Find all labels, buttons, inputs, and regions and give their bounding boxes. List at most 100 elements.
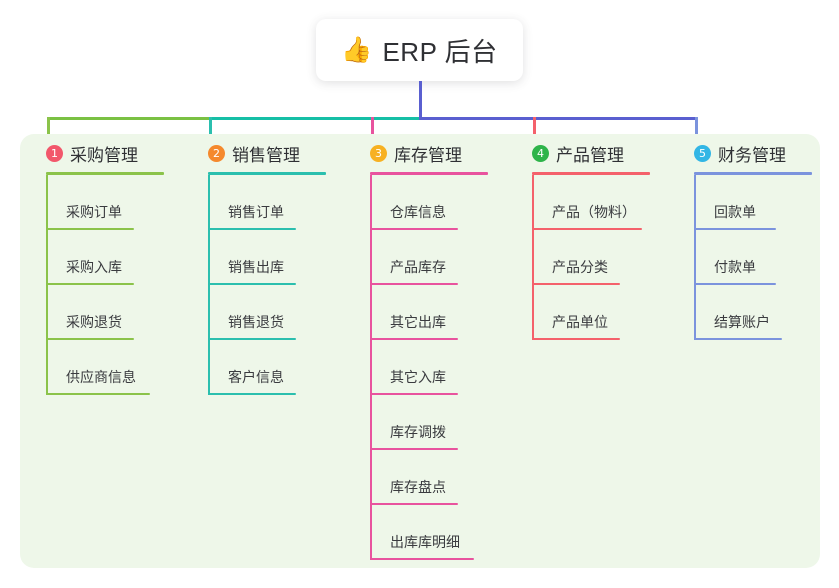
branch-item-label: 产品（物料） bbox=[552, 204, 636, 220]
branch-items-3: 仓库信息产品库存其它出库其它入库库存调拨库存盘点出库库明细 bbox=[352, 175, 512, 560]
branch-item-label: 仓库信息 bbox=[390, 204, 446, 220]
branch-item-rule bbox=[46, 228, 134, 230]
branch-header-2[interactable]: 2 销售管理 bbox=[190, 140, 350, 166]
branch-header-5[interactable]: 5 财务管理 bbox=[676, 140, 836, 166]
branch-item-label: 回款单 bbox=[714, 204, 756, 220]
branch-item[interactable]: 结算账户 bbox=[676, 285, 836, 340]
branch-item-rule bbox=[694, 228, 776, 230]
branch-item-label: 其它出库 bbox=[390, 314, 446, 330]
branch-item[interactable]: 库存盘点 bbox=[352, 450, 512, 505]
branch-items-4: 产品（物料） 产品分类产品单位 bbox=[514, 175, 674, 340]
branch-item[interactable]: 产品单位 bbox=[514, 285, 674, 340]
branch-column-5: 5 财务管理回款单付款单结算账户 bbox=[676, 140, 836, 340]
bus-segment-2 bbox=[209, 117, 419, 120]
branch-spine-1 bbox=[46, 175, 48, 395]
branch-badge-5: 5 bbox=[694, 144, 711, 162]
branch-header-rule-1 bbox=[46, 172, 164, 175]
branch-item-label: 付款单 bbox=[714, 259, 756, 275]
branch-item[interactable]: 产品分类 bbox=[514, 230, 674, 285]
branch-spine-2 bbox=[208, 175, 210, 395]
branch-item-label: 库存调拨 bbox=[390, 424, 446, 440]
branch-title-1: 采购管理 bbox=[70, 145, 138, 165]
branch-item[interactable]: 其它入库 bbox=[352, 340, 512, 395]
branch-header-4[interactable]: 4 产品管理 bbox=[514, 140, 674, 166]
branch-item[interactable]: 仓库信息 bbox=[352, 175, 512, 230]
branch-item-rule bbox=[370, 558, 474, 560]
branch-spine-4 bbox=[532, 175, 534, 340]
thumbs-up-icon: 👍 bbox=[341, 35, 373, 64]
branch-item[interactable]: 付款单 bbox=[676, 230, 836, 285]
branch-item-rule bbox=[532, 283, 620, 285]
branch-items-5: 回款单付款单结算账户 bbox=[676, 175, 836, 340]
root-node-title: ERP 后台 bbox=[382, 36, 498, 67]
branch-item-rule bbox=[370, 503, 458, 505]
branch-item-label: 其它入库 bbox=[390, 369, 446, 385]
branch-title-4: 产品管理 bbox=[556, 145, 624, 165]
branch-column-2: 2 销售管理销售订单销售出库销售退货客户信息 bbox=[190, 140, 350, 395]
branches-panel bbox=[20, 134, 820, 568]
branch-item[interactable]: 采购退货 bbox=[28, 285, 188, 340]
branch-spine-3 bbox=[370, 175, 372, 560]
branch-item[interactable]: 产品（物料） bbox=[514, 175, 674, 230]
root-node[interactable]: 👍 ERP 后台 bbox=[316, 19, 523, 81]
branch-item[interactable]: 销售出库 bbox=[190, 230, 350, 285]
branch-item-label: 客户信息 bbox=[228, 369, 284, 385]
branch-item-rule bbox=[208, 338, 296, 340]
branch-spine-5 bbox=[694, 175, 696, 340]
bus-segment-3 bbox=[419, 117, 697, 120]
branch-item[interactable]: 采购入库 bbox=[28, 230, 188, 285]
branch-item-label: 结算账户 bbox=[714, 314, 770, 330]
branch-column-4: 4 产品管理产品（物料） 产品分类产品单位 bbox=[514, 140, 674, 340]
branch-item-label: 产品分类 bbox=[552, 259, 608, 275]
branch-item-label: 产品单位 bbox=[552, 314, 608, 330]
branch-item-label: 出库库明细 bbox=[390, 534, 460, 550]
branch-item-rule bbox=[694, 338, 782, 340]
branch-item-rule bbox=[46, 338, 134, 340]
branch-header-1[interactable]: 1 采购管理 bbox=[28, 140, 188, 166]
branch-column-3: 3 库存管理仓库信息产品库存其它出库其它入库库存调拨库存盘点出库库明细 bbox=[352, 140, 512, 560]
branch-header-rule-4 bbox=[532, 172, 650, 175]
branch-item[interactable]: 库存调拨 bbox=[352, 395, 512, 450]
branch-item-rule bbox=[46, 393, 150, 395]
branch-item-label: 库存盘点 bbox=[390, 479, 446, 495]
branch-title-3: 库存管理 bbox=[394, 145, 462, 165]
branch-item[interactable]: 销售订单 bbox=[190, 175, 350, 230]
branch-item-label: 销售退货 bbox=[228, 314, 284, 330]
branch-item-rule bbox=[370, 283, 458, 285]
branch-badge-2: 2 bbox=[208, 144, 225, 162]
branch-item[interactable]: 回款单 bbox=[676, 175, 836, 230]
branch-item-rule bbox=[208, 283, 296, 285]
branch-header-3[interactable]: 3 库存管理 bbox=[352, 140, 512, 166]
branch-title-2: 销售管理 bbox=[232, 145, 300, 165]
branch-item-rule bbox=[532, 338, 620, 340]
bus-segment-1 bbox=[47, 117, 209, 120]
branch-item-rule bbox=[208, 393, 296, 395]
branch-item[interactable]: 其它出库 bbox=[352, 285, 512, 340]
branch-item-rule bbox=[370, 338, 458, 340]
branch-items-1: 采购订单采购入库采购退货供应商信息 bbox=[28, 175, 188, 395]
branch-item-rule bbox=[46, 283, 134, 285]
branch-item[interactable]: 客户信息 bbox=[190, 340, 350, 395]
branch-item[interactable]: 销售退货 bbox=[190, 285, 350, 340]
branch-title-5: 财务管理 bbox=[718, 145, 786, 165]
branch-item[interactable]: 出库库明细 bbox=[352, 505, 512, 560]
branch-item[interactable]: 采购订单 bbox=[28, 175, 188, 230]
branch-header-rule-3 bbox=[370, 172, 488, 175]
branch-item-rule bbox=[370, 228, 458, 230]
branch-item-rule bbox=[694, 283, 776, 285]
branch-item[interactable]: 产品库存 bbox=[352, 230, 512, 285]
branch-item-label: 采购入库 bbox=[66, 259, 122, 275]
branch-badge-4: 4 bbox=[532, 144, 549, 162]
branch-item-label: 供应商信息 bbox=[66, 369, 136, 385]
branch-item-label: 销售出库 bbox=[228, 259, 284, 275]
branch-header-rule-2 bbox=[208, 172, 326, 175]
branch-item-rule bbox=[370, 448, 458, 450]
branch-item[interactable]: 供应商信息 bbox=[28, 340, 188, 395]
branch-item-rule bbox=[532, 228, 642, 230]
branch-badge-3: 3 bbox=[370, 144, 387, 162]
branch-badge-1: 1 bbox=[46, 144, 63, 162]
root-stem bbox=[419, 81, 422, 120]
branch-items-2: 销售订单销售出库销售退货客户信息 bbox=[190, 175, 350, 395]
branch-item-rule bbox=[208, 228, 296, 230]
